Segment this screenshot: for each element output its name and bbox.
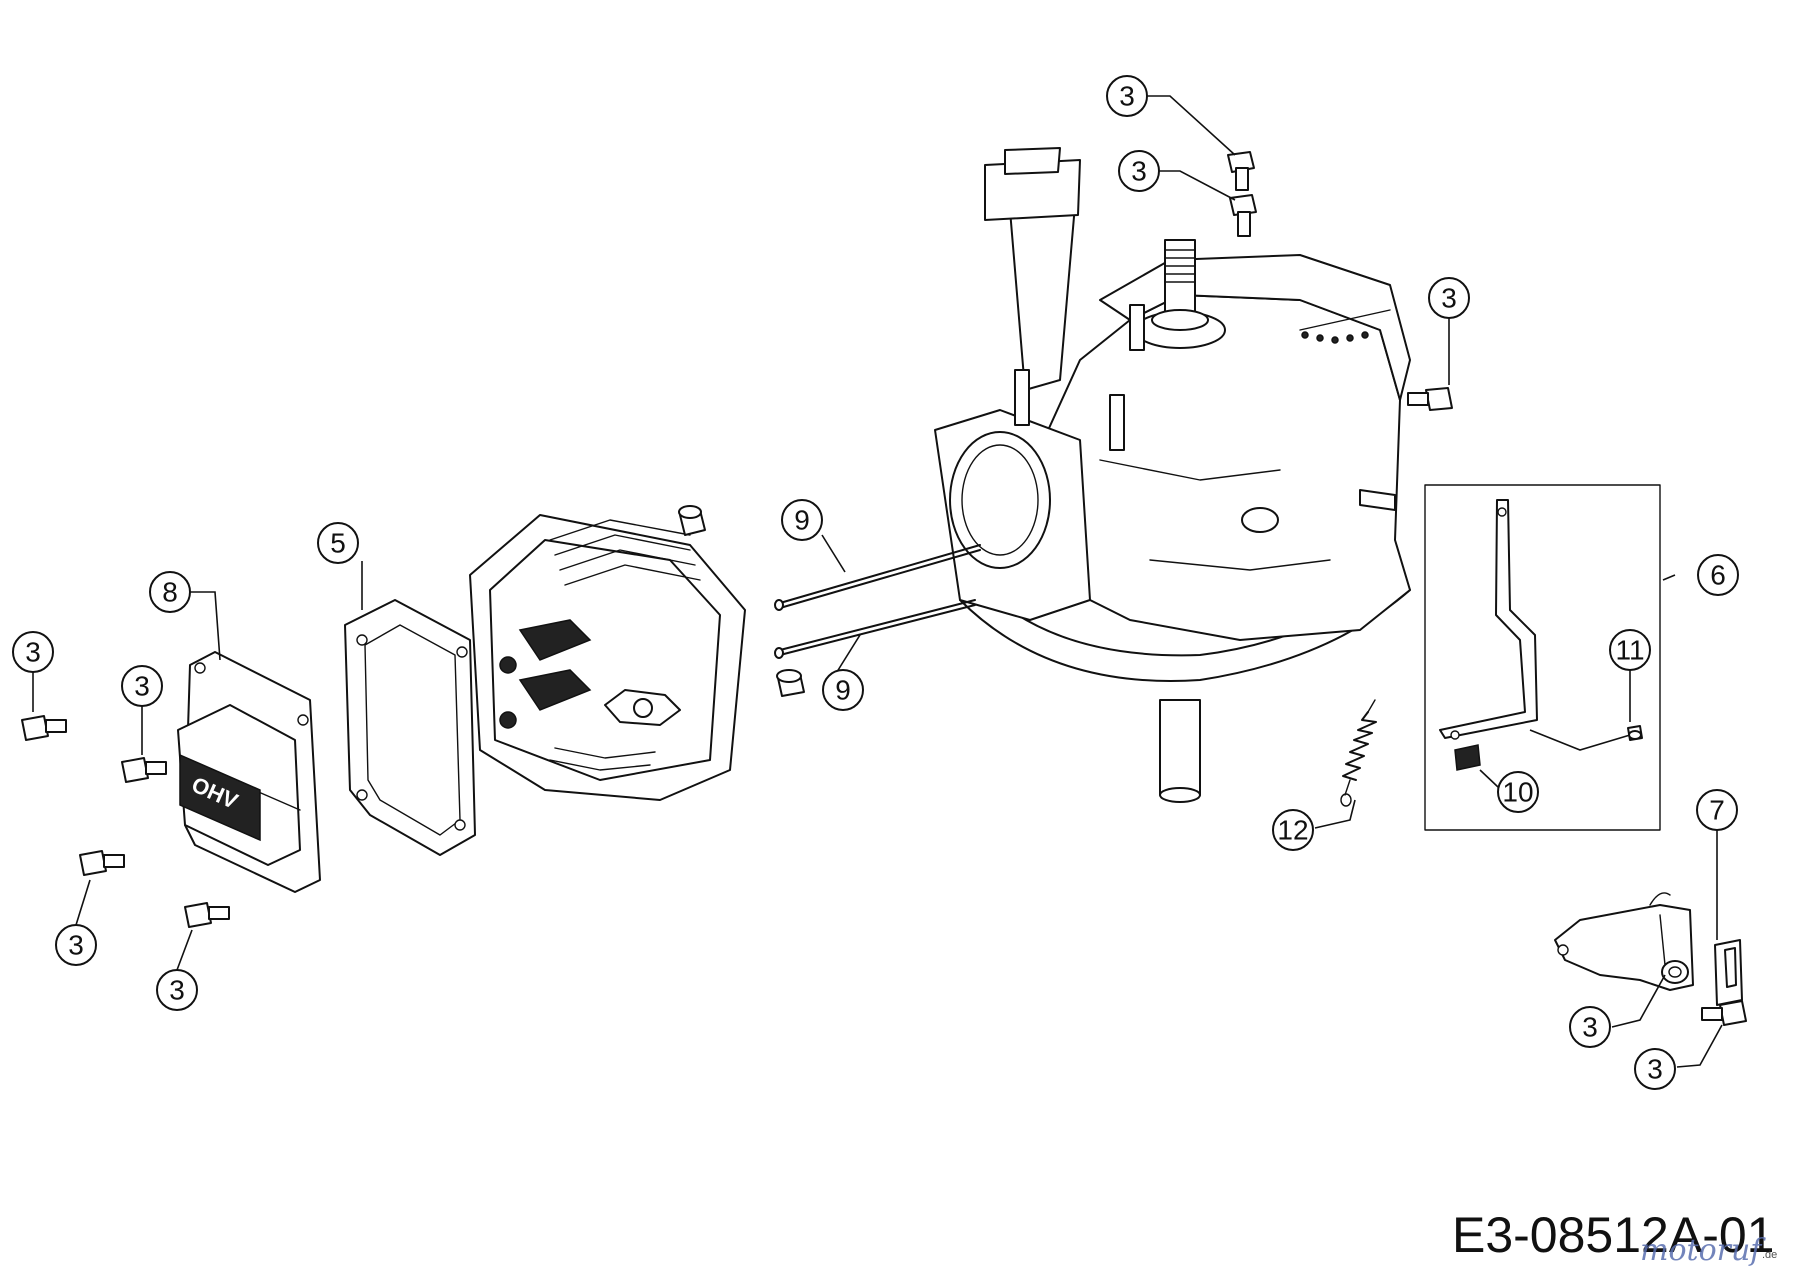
callout-3-bottom-right-2: 3	[1634, 1048, 1676, 1090]
callout-9-upper: 9	[781, 499, 823, 541]
watermark: motoruf .de	[1640, 1233, 1777, 1268]
svg-text:9: 9	[794, 505, 810, 536]
bolts	[21, 151, 1747, 1026]
callout-7: 7	[1696, 789, 1738, 831]
vent-holes	[1301, 331, 1369, 344]
callout-5: 5	[317, 522, 359, 564]
bolt-left-3	[79, 850, 125, 876]
governor-spring	[1340, 699, 1377, 807]
block-studs	[1014, 304, 1145, 451]
engine-block	[934, 147, 1411, 803]
svg-text:motoruf: motoruf	[1640, 1233, 1766, 1268]
throttle-bracket	[1554, 892, 1743, 1006]
svg-text:8: 8	[162, 577, 178, 608]
push-rods	[774, 544, 981, 659]
callout-8: 8	[149, 571, 191, 613]
callout-3-left-1: 3	[12, 631, 54, 673]
leader-lines	[32, 95, 1723, 1068]
head-gasket	[344, 599, 476, 856]
callout-10: 10	[1497, 771, 1539, 813]
valve-cover: OHV	[177, 651, 321, 893]
bolt-left-2	[121, 757, 167, 783]
governor-lever-group	[1424, 484, 1661, 831]
callout-3-left-2: 3	[121, 665, 163, 707]
bolt-left-4	[184, 902, 230, 928]
callout-3-left-4: 3	[156, 969, 198, 1011]
bolt-left-1	[21, 715, 67, 741]
ohv-marking: OHV	[179, 753, 261, 842]
svg-text:3: 3	[1131, 156, 1147, 187]
svg-text:5: 5	[330, 528, 346, 559]
svg-text:3: 3	[1119, 81, 1135, 112]
bolt-top-2	[1229, 194, 1257, 237]
svg-text:9: 9	[835, 675, 851, 706]
svg-text:.de: .de	[1762, 1249, 1777, 1261]
callout-6: 6	[1697, 554, 1739, 596]
svg-text:11: 11	[1615, 635, 1644, 666]
svg-text:3: 3	[1441, 283, 1457, 314]
callout-3-top-2: 3	[1118, 150, 1160, 192]
drawing-id: E3-08512A-01	[1452, 1207, 1774, 1263]
svg-text:7: 7	[1709, 795, 1725, 826]
callout-3-right: 3	[1428, 277, 1470, 319]
callout-12: 12	[1272, 809, 1314, 851]
svg-text:3: 3	[1582, 1012, 1598, 1043]
bolt-right	[1407, 387, 1453, 411]
svg-text:3: 3	[68, 930, 84, 961]
cylinder-head	[469, 514, 746, 801]
svg-text:3: 3	[1647, 1054, 1663, 1085]
callout-3-bottom-right-1: 3	[1569, 1006, 1611, 1048]
callout-3-left-3: 3	[55, 924, 97, 966]
svg-text:3: 3	[169, 975, 185, 1006]
bolt-top-1	[1227, 151, 1255, 191]
callout-3-top-1: 3	[1106, 75, 1148, 117]
bolt-bottom-right	[1701, 1000, 1747, 1026]
svg-text:10: 10	[1502, 777, 1533, 808]
callout-11: 11	[1609, 629, 1651, 671]
dowel-pins	[678, 505, 805, 697]
svg-text:3: 3	[25, 637, 41, 668]
svg-text:6: 6	[1710, 560, 1726, 591]
svg-text:3: 3	[134, 671, 150, 702]
svg-text:12: 12	[1277, 815, 1308, 846]
callout-9-lower: 9	[822, 669, 864, 711]
